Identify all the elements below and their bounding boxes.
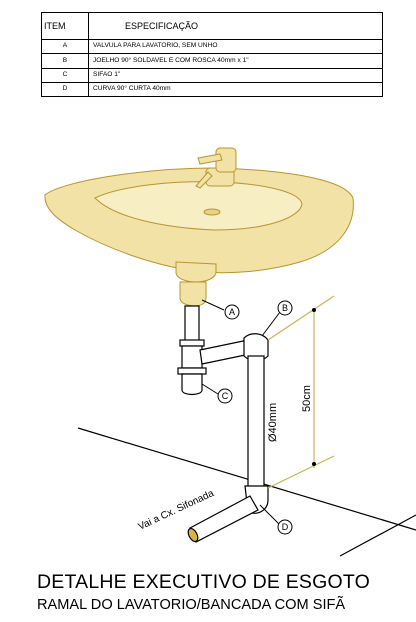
basin-bowl: [94, 181, 303, 231]
siphon-outlet: [199, 339, 251, 365]
siphon-nut-bottom: [177, 367, 207, 375]
callout-c-bubble: [217, 388, 233, 404]
callout-a-letter: A: [229, 307, 235, 317]
dim-tick-bottom: [312, 462, 316, 466]
callouts: [201, 299, 293, 535]
tail-pipe: [184, 305, 200, 343]
table-row: D CURVA 90° CURTA 40mm: [41, 81, 383, 98]
callout-b-bubble: [277, 300, 293, 316]
dim-tick-top: [312, 308, 316, 312]
dimension-50cm: [267, 295, 335, 489]
basin-drain: [203, 208, 221, 216]
dimension-height-label: 50cm: [301, 385, 313, 412]
dimension-ticks: [312, 308, 316, 466]
washbasin: [44, 147, 354, 307]
siphon-nut-top: [179, 339, 205, 347]
callout-c-letter: C: [222, 391, 229, 401]
dim-bottom-ext: [267, 455, 335, 489]
callout-d-letter: D: [282, 522, 289, 532]
leader-d: [259, 504, 280, 525]
header-item: ITEM: [41, 11, 89, 41]
floor-front-edge: [339, 514, 416, 557]
title-line-1: DETALHE EXECUTIVO DE ESGOTO: [37, 571, 370, 593]
title-line-2: RAMAL DO LAVATORIO/BANCADA COM SIFÃ: [37, 597, 346, 613]
drain-valve-body: [179, 281, 207, 307]
siphon-body: [181, 345, 203, 369]
leader-c: [201, 383, 219, 395]
floor-back-edge: [77, 427, 416, 531]
floor-lines: [77, 427, 416, 557]
callout-d-bubble: [277, 519, 293, 535]
callout-b-letter: B: [282, 303, 288, 313]
plumbing-drawing: 50cm Ø40mm Vai a Cx. Sifonada A B C D: [44, 147, 416, 557]
pipe-diameter-label: Ø40mm: [267, 403, 279, 442]
vertical-pipe: [247, 355, 265, 489]
row-spec: JOELHO 90° SOLDAVEL E COM ROSCA 40mm x 1…: [88, 53, 383, 69]
row-code: D: [41, 81, 89, 98]
table-row: B JOELHO 90° SOLDAVEL E COM ROSCA 40mm x…: [41, 53, 383, 69]
specification-table: ITEM ESPECIFICAÇÃO A VALVULA PARA LAVATO…: [41, 11, 383, 98]
piping: [177, 305, 269, 543]
basin-pedestal-neck: [175, 261, 217, 283]
dim-top-ext: [267, 295, 335, 341]
siphon-cup: [181, 373, 203, 396]
leader-b: [261, 311, 281, 337]
faucet-handle: [197, 153, 223, 165]
row-spec: CURVA 90° CURTA 40mm: [88, 81, 383, 98]
outlet-pipe-end: [187, 527, 199, 543]
callout-letters: A B C D: [222, 303, 289, 532]
faucet-spout: [195, 171, 213, 189]
callout-a-bubble: [224, 304, 240, 320]
leader-a: [201, 299, 225, 311]
